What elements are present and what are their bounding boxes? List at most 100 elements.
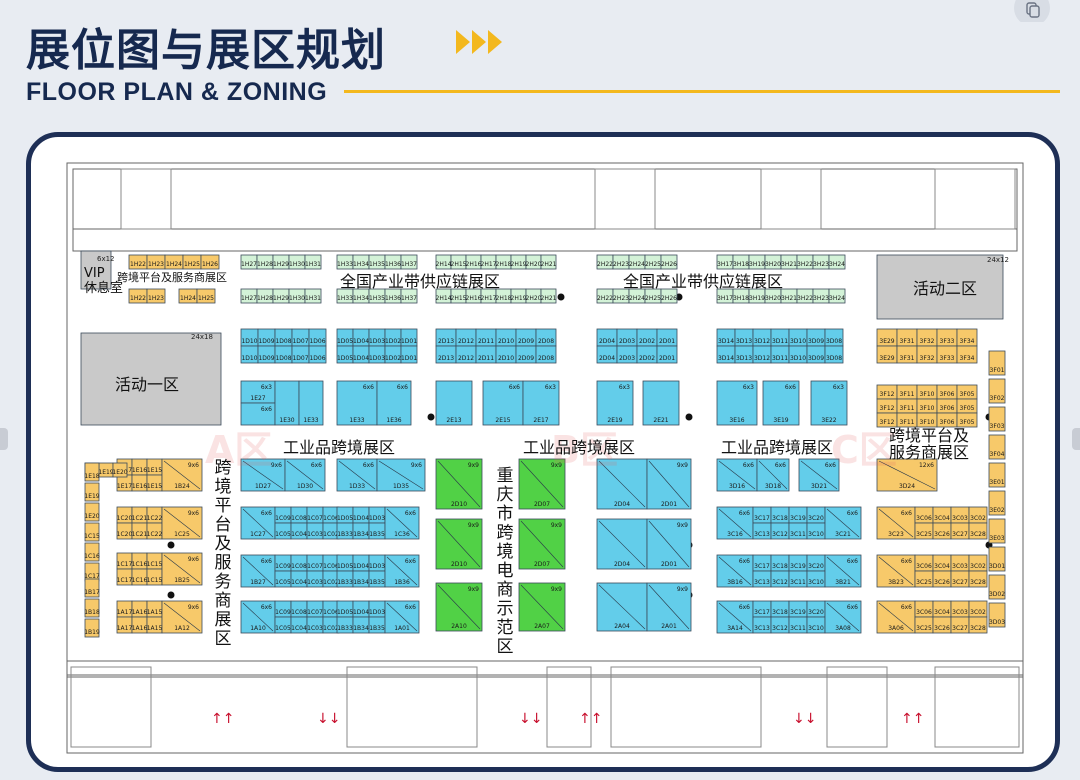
booth-label: 2D02: [639, 338, 655, 345]
booth-diagonal: [648, 460, 690, 508]
booth-label: 3D12: [754, 355, 770, 362]
booth-label: 3D02: [989, 591, 1005, 598]
booth-label: 1C09: [275, 515, 291, 522]
scroll-left-handle[interactable]: [0, 428, 8, 450]
booth-label: 1B34: [353, 531, 369, 538]
booth-diagonal: [878, 508, 914, 538]
copy-icon[interactable]: [1010, 0, 1050, 22]
booth-label: 3E01: [989, 479, 1004, 486]
booth-label: 3H19: [749, 261, 765, 268]
booth-label: 3D03: [989, 619, 1005, 626]
booth-label: 1B35: [369, 579, 385, 586]
booth-label: 1C25: [174, 531, 190, 538]
booth-label: 3C26: [934, 625, 950, 632]
booth-label: 3B21: [835, 579, 851, 586]
booth-diagonal: [242, 508, 274, 538]
booth-diagonal: [878, 556, 914, 586]
booth-label: 1H33: [337, 261, 353, 268]
booth-label: 1B34: [353, 625, 369, 632]
booth-label: 3C26: [934, 579, 950, 586]
booth-label: 2D03: [619, 355, 635, 362]
booth-diagonal: [648, 520, 690, 568]
platform-booth: [84, 578, 100, 598]
booth-label: 3H17: [717, 261, 733, 268]
booth-size-label: 6x3: [743, 384, 754, 391]
booth-label: 1C15: [84, 533, 100, 540]
scroll-right-handle[interactable]: [1072, 428, 1080, 450]
booth-label: 3C13: [754, 625, 770, 632]
booth-label: 1C17: [117, 561, 133, 568]
booth-size-label: 9x9: [468, 462, 479, 469]
booth-label: 2H23: [613, 295, 629, 302]
booth-label: 2D04: [614, 561, 630, 568]
booth-diagonal: [758, 460, 788, 490]
booth-label: 1B34: [353, 579, 369, 586]
booth-label: 1H25: [184, 261, 200, 268]
booth-diagonal: [598, 520, 646, 568]
booth-label: 3H21: [781, 295, 797, 302]
booth-label: 3C03: [952, 563, 968, 570]
booth-label: 1D04: [353, 515, 369, 522]
booth-diagonal: [826, 602, 860, 632]
booth-size-label: 6x3: [619, 384, 630, 391]
booth-label: 1C17: [117, 577, 133, 584]
booth-label: 1E33: [303, 417, 318, 424]
booth-label: 3C27: [952, 531, 968, 538]
booth-size-label: 6x6: [847, 510, 858, 517]
booth-size-label: 6x6: [743, 462, 754, 469]
booth-label: 3F04: [990, 451, 1005, 458]
platform-booth: [112, 462, 128, 478]
booth-label: 3D14: [718, 355, 734, 362]
booth-size-label: 6x6: [739, 558, 750, 565]
booth-label: 1A12: [174, 625, 190, 632]
booth-diagonal: [242, 556, 274, 586]
booth-label: 2H14: [436, 295, 452, 302]
booth-label: 1D01: [401, 355, 417, 362]
booth-label: 1C15: [147, 561, 163, 568]
service-room: [760, 168, 822, 230]
booth-label: 3C25: [916, 531, 932, 538]
booth-label: 3D16: [729, 483, 745, 490]
booth-label: 1D01: [401, 338, 417, 345]
booth-size-label: 9x9: [551, 462, 562, 469]
platform-booth: [968, 570, 988, 588]
industrial-booth: [642, 380, 680, 426]
booth-label: 3C03: [952, 609, 968, 616]
booth-label: 1H33: [337, 295, 353, 302]
platform-booth: [988, 434, 1006, 460]
booth-diagonal: [598, 460, 646, 508]
booth-label: 1D07: [292, 338, 308, 345]
industrial-booth: [824, 345, 844, 364]
booth-size-label: 6x6: [261, 406, 272, 413]
booth-size-label: 6x3: [545, 384, 556, 391]
supply-booth: [400, 254, 418, 270]
booth-label: 1D04: [353, 609, 369, 616]
booth-label: 1E18: [84, 473, 99, 480]
booth-label: 1D03: [369, 515, 385, 522]
booth-label: 2A01: [661, 623, 677, 630]
booth-label: 3C10: [808, 579, 824, 586]
booth-size-label: 6x3: [833, 384, 844, 391]
booth-label: 3D13: [736, 355, 752, 362]
booth-label: 1D02: [385, 338, 401, 345]
booth-label: 1D04: [353, 355, 369, 362]
supply-booth: [660, 288, 678, 304]
booth-label: 2D07: [534, 501, 550, 508]
booth-label: 1C03: [307, 625, 323, 632]
exit-arrow-icon: ↓↓: [519, 711, 542, 727]
booth-label: 3H23: [813, 261, 829, 268]
booth-label: 3C27: [952, 579, 968, 586]
platform-booth: [84, 598, 100, 618]
booth-size-label: 9x9: [468, 586, 479, 593]
booth-label: 3C16: [727, 531, 743, 538]
booth-size-label: 9x9: [677, 522, 688, 529]
booth-label: 1H26: [202, 261, 218, 268]
booth-label: 1D04: [353, 338, 369, 345]
booth-label: 2H25: [645, 261, 661, 268]
industrial-booth: [522, 380, 560, 426]
pillar-marker: [685, 413, 693, 421]
booth-label: 1E20: [112, 469, 127, 476]
booth-diagonal: [826, 556, 860, 586]
booth-label: 1E19: [98, 469, 113, 476]
booth-label: 1B17: [84, 589, 100, 596]
